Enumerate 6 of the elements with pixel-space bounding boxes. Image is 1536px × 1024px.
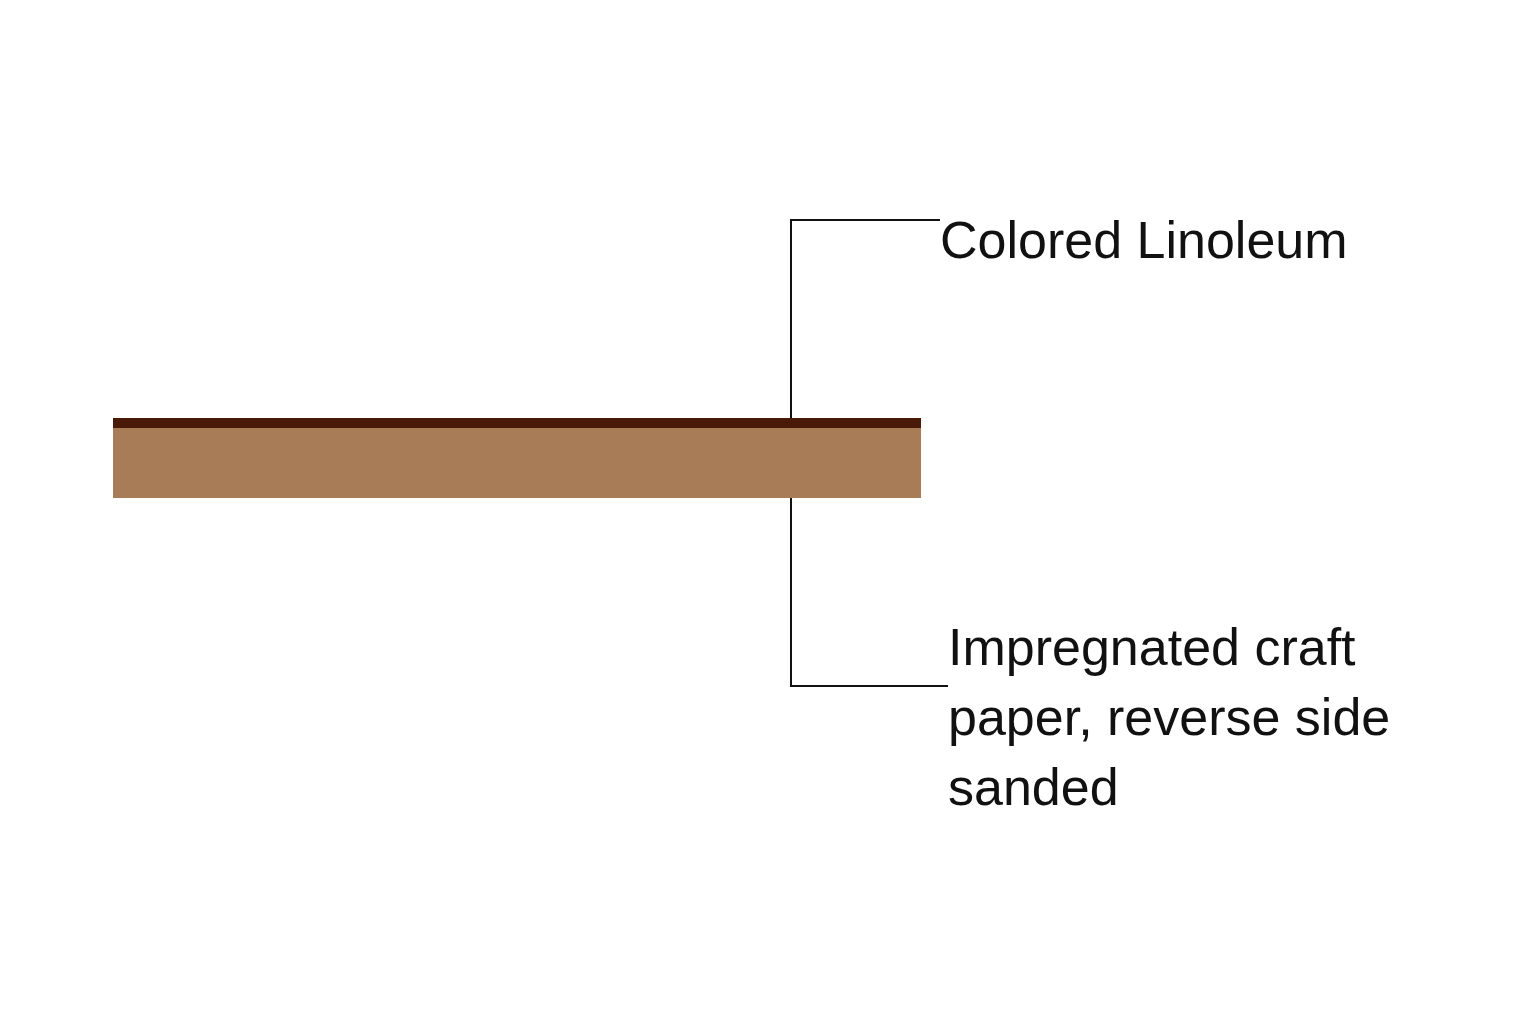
callout-label: Impregnated craft paper, reverse side sanded bbox=[948, 612, 1478, 827]
leader-line bbox=[790, 497, 949, 687]
leader-line bbox=[790, 219, 941, 419]
layer-bar bbox=[113, 428, 921, 498]
layer-bar bbox=[113, 418, 921, 428]
callout-label: Colored Linoleum bbox=[940, 205, 1460, 280]
